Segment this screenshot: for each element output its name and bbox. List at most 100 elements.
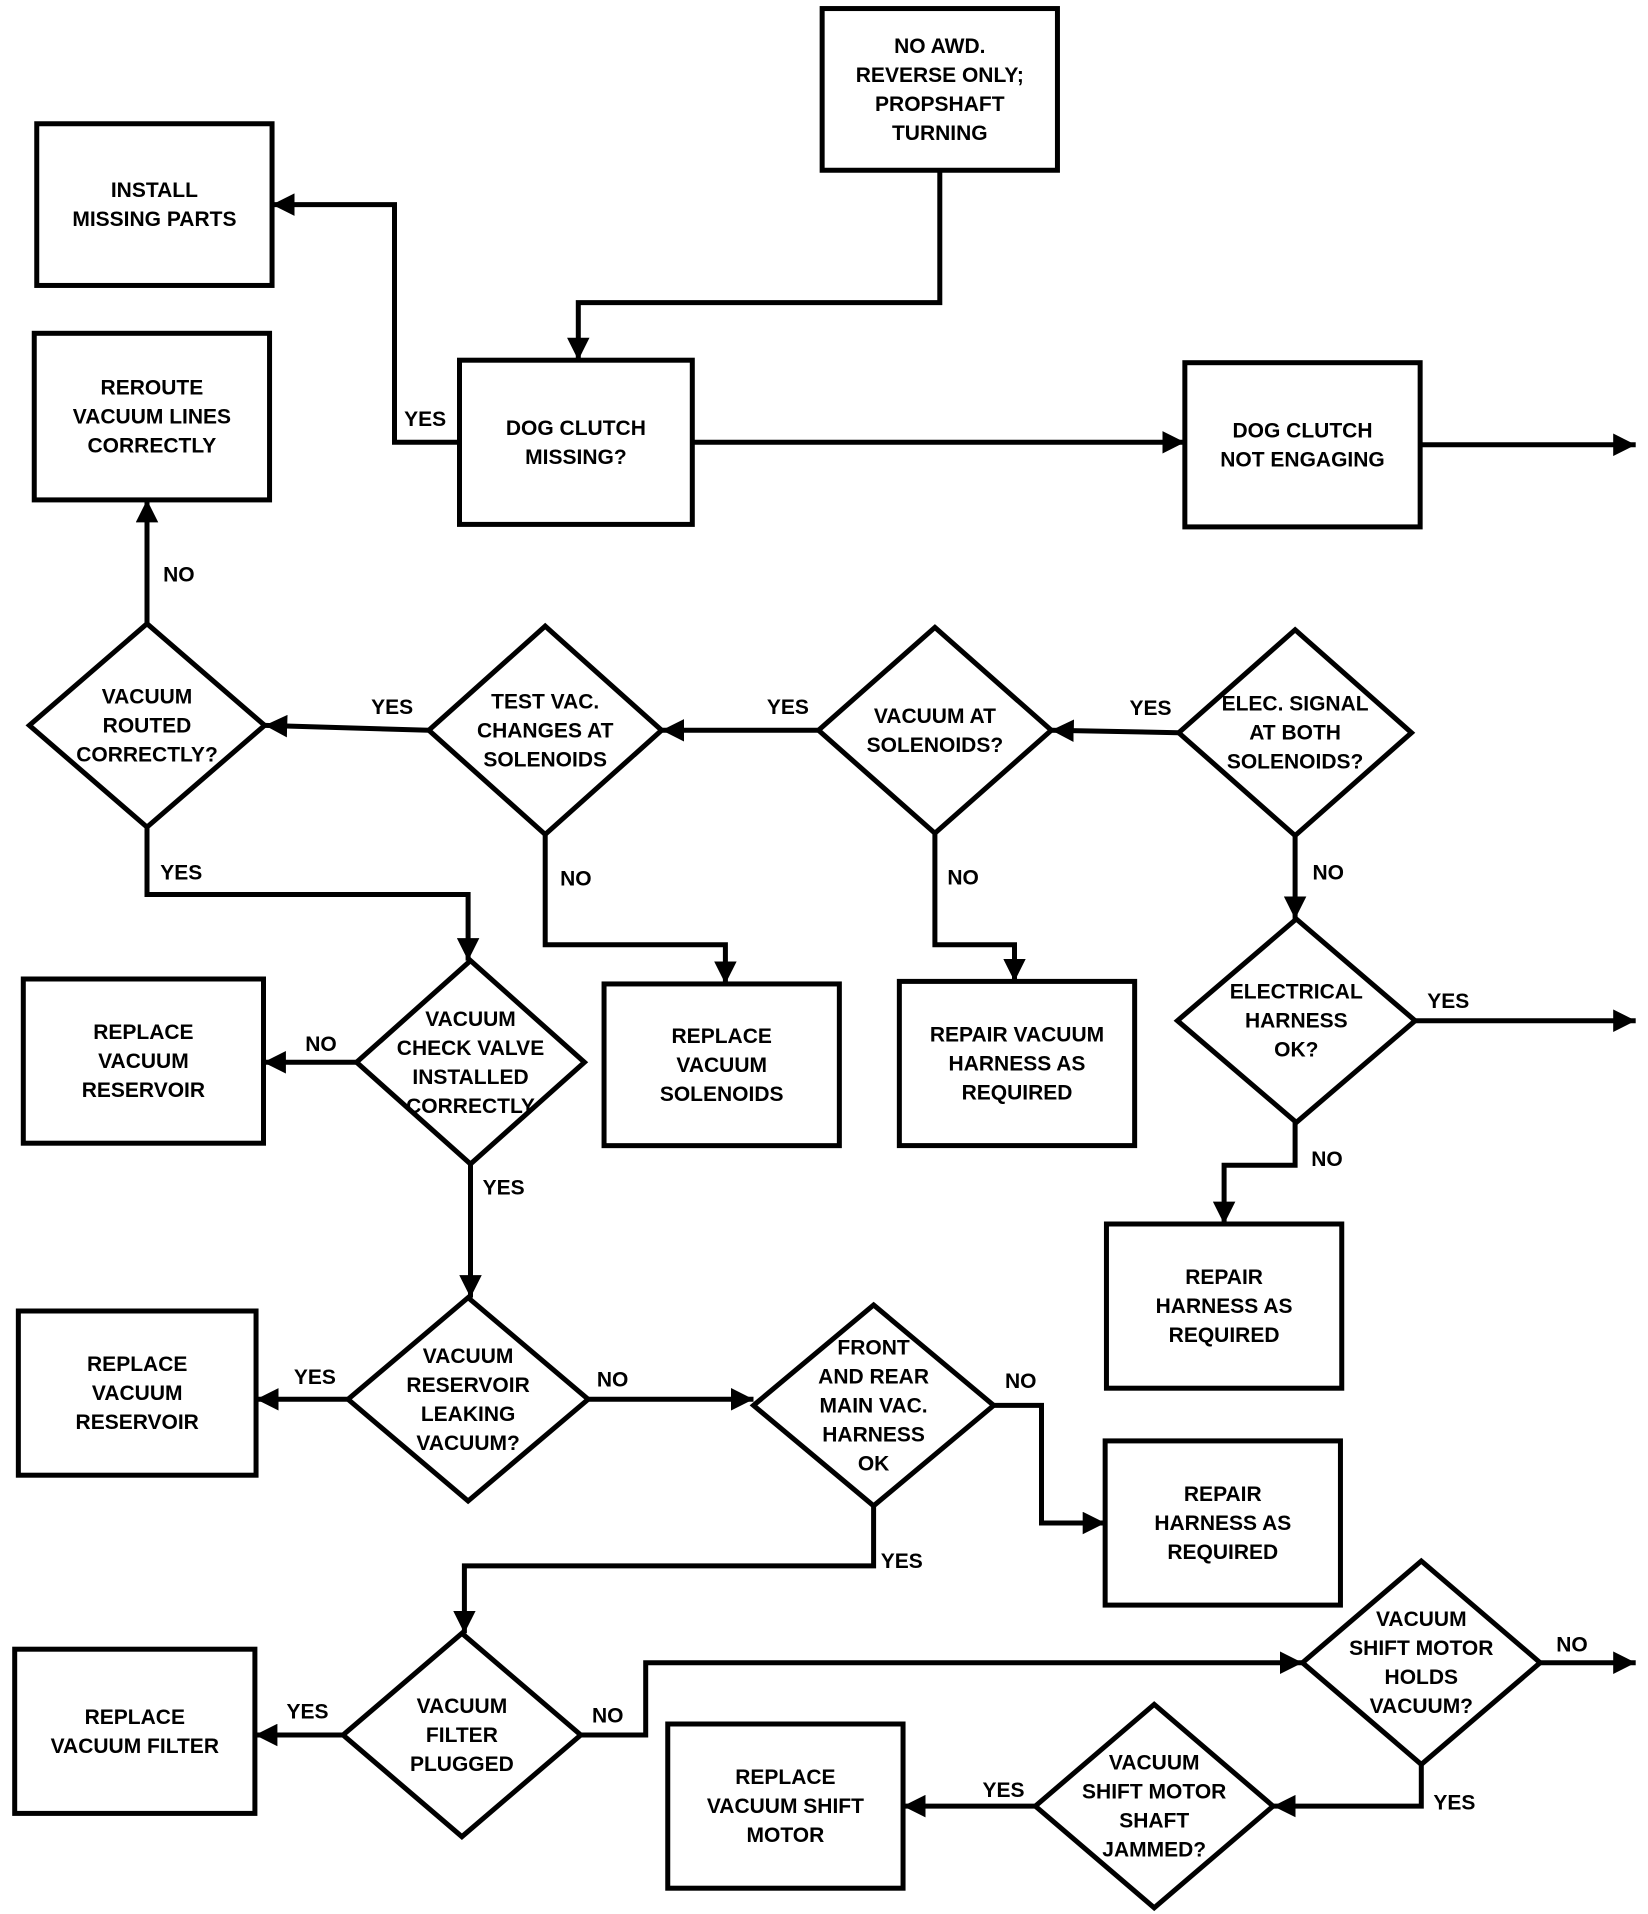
- node-text-line: HARNESS AS: [1156, 1295, 1293, 1318]
- node-text-line: REPAIR: [1185, 1266, 1263, 1289]
- node-text-line: REVERSE ONLY;: [856, 64, 1024, 87]
- edge-label-no: NO: [1311, 1148, 1343, 1171]
- edge-vacuum_routed-to-check_valve: [144, 827, 480, 961]
- node-text-line: VACUUM: [1376, 1608, 1467, 1631]
- decision-shape: [25, 620, 269, 831]
- node-text-line: VACUUM AT: [874, 705, 996, 728]
- node-text-line: VACUUM: [92, 1382, 183, 1405]
- process-box: [31, 330, 273, 503]
- decision-shape: [344, 1294, 593, 1505]
- node-text-line: RESERVOIR: [406, 1374, 529, 1397]
- process-box: [20, 976, 266, 1146]
- decision-shape: [749, 1301, 998, 1510]
- node-text-line: VACUUM: [417, 1695, 508, 1718]
- node-text-line: REROUTE: [101, 377, 204, 400]
- node-text-line: CORRECTLY?: [76, 743, 218, 766]
- node-text-line: SHIFT MOTOR: [1082, 1781, 1226, 1804]
- node-text-line: MAIN VAC.: [820, 1394, 928, 1417]
- node-text-line: LEAKING: [421, 1403, 516, 1426]
- node-text-line: REPLACE: [93, 1021, 193, 1044]
- node-text-line: REPAIR VACUUM: [930, 1024, 1104, 1047]
- edge-label-no: NO: [560, 868, 592, 891]
- node-text-line: RESERVOIR: [82, 1079, 205, 1102]
- process-box: [1102, 1438, 1343, 1608]
- decision-shape: [339, 1630, 585, 1840]
- edge-dog_clutch_missing-to-install_missing: [272, 193, 460, 445]
- node-text-line: VACUUM: [425, 1008, 516, 1031]
- node-text-line: HARNESS AS: [1154, 1512, 1291, 1535]
- node-text-line: OK: [858, 1452, 890, 1475]
- node-text-line: FILTER: [426, 1724, 498, 1747]
- edge-label-yes: YES: [881, 1550, 923, 1573]
- node-text-line: VACUUM: [102, 685, 193, 708]
- edge-label-no: NO: [1312, 861, 1344, 884]
- node-text-line: AT BOTH: [1249, 722, 1341, 745]
- edge-test_vac-to-vacuum_routed: [264, 714, 429, 738]
- node-replace-reservoir-2: REPLACE VACUUM RESERVOIR: [15, 1308, 259, 1478]
- edge-label-yes: YES: [160, 861, 202, 884]
- node-text-line: REPLACE: [672, 1025, 772, 1048]
- decision-shape: [1173, 915, 1419, 1126]
- edge-label-no: NO: [163, 564, 195, 587]
- node-text-line: SOLENOIDS: [483, 748, 607, 771]
- process-box: [665, 1721, 906, 1891]
- decision-shape: [1174, 626, 1416, 839]
- node-text-line: CORRECTLY: [88, 435, 217, 458]
- node-text-line: INSTALLED: [412, 1066, 528, 1089]
- node-text-line: NOT ENGAGING: [1220, 448, 1385, 471]
- node-text-line: VACUUM?: [1370, 1695, 1473, 1718]
- process-box: [1103, 1221, 1345, 1391]
- node-text-line: CORRECTLY: [406, 1095, 535, 1118]
- node-text-line: REPLACE: [85, 1706, 185, 1729]
- node-text-line: ELECTRICAL: [1230, 981, 1363, 1004]
- node-text-line: VACUUM: [423, 1345, 514, 1368]
- edge-label-no: NO: [1005, 1370, 1037, 1393]
- edge-label-no: NO: [1556, 1633, 1588, 1656]
- process-box: [34, 121, 275, 288]
- node-text-line: VACUUM FILTER: [51, 1735, 219, 1758]
- edge-label-yes: YES: [483, 1176, 525, 1199]
- node-text-line: REQUIRED: [1167, 1541, 1278, 1564]
- node-text-line: OK?: [1274, 1039, 1318, 1062]
- node-text-line: CHANGES AT: [477, 719, 614, 742]
- node-text-line: CHECK VALVE: [397, 1037, 544, 1060]
- node-text-line: MISSING?: [525, 446, 627, 469]
- node-text-line: HARNESS: [822, 1423, 925, 1446]
- node-text-line: AND REAR: [818, 1365, 929, 1388]
- edge-main_vac_harness-to-filter_plugged: [453, 1505, 877, 1634]
- process-box: [12, 1646, 258, 1816]
- process-box: [15, 1308, 259, 1478]
- node-text-line: RESERVOIR: [76, 1411, 199, 1434]
- node-text-line: DOG CLUTCH: [1233, 419, 1373, 442]
- process-box: [457, 357, 695, 527]
- decision-shape: [814, 624, 1056, 837]
- edge-test_vac-to-replace_solenoids: [542, 834, 737, 984]
- node-check-valve: VACUUM CHECK VALVE INSTALLED CORRECTLY: [352, 957, 589, 1168]
- node-replace-filter: REPLACE VACUUM FILTER: [12, 1646, 258, 1816]
- decision-shape: [1298, 1557, 1544, 1768]
- edge-main_vac_harness-to-repair_harness_2: [993, 1402, 1106, 1535]
- edge-label-no: NO: [592, 1704, 624, 1727]
- node-text-line: HARNESS AS: [949, 1053, 1086, 1076]
- node-text-line: VACUUM LINES: [73, 406, 231, 429]
- decision-shape: [1031, 1701, 1277, 1912]
- node-text-line: HOLDS: [1385, 1666, 1459, 1689]
- edge-label-no: NO: [947, 866, 979, 889]
- node-text-line: REPLACE: [87, 1353, 187, 1376]
- node-dog-clutch-not-engaging: DOG CLUTCH NOT ENGAGING: [1182, 360, 1423, 530]
- edge-shift_motor_holds-to-shaft_jammed: [1273, 1764, 1424, 1818]
- edge-elec_signal-to-vacuum_at_solenoids: [1051, 719, 1179, 742]
- node-text-line: SOLENOIDS?: [867, 734, 1004, 757]
- node-text-line: TURNING: [892, 122, 988, 145]
- edge-no_awd-to-dog_clutch_missing: [567, 170, 943, 361]
- node-text-line: ELEC. SIGNAL: [1222, 693, 1369, 716]
